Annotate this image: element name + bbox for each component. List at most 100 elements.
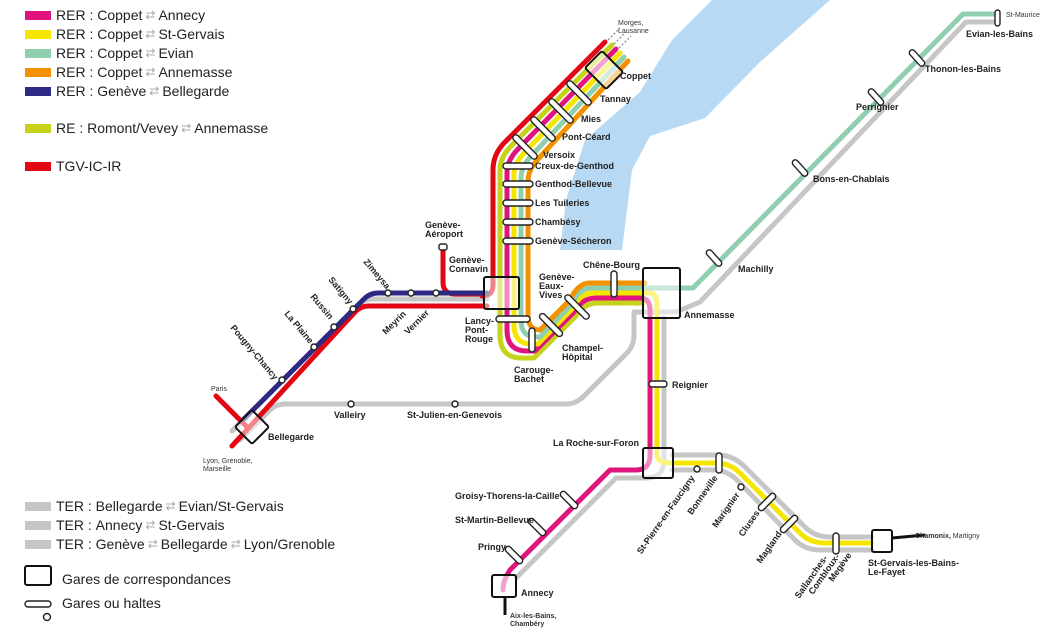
label-reignier: Reignier: [672, 380, 709, 390]
label-st-martin-bellevue: St-Martin-Bellevue: [455, 515, 534, 525]
legend-service: TER :: [56, 536, 92, 552]
dest-paris: Paris: [211, 386, 227, 393]
legend-swatch: [25, 539, 51, 549]
legend-swatch: [25, 161, 51, 171]
bidirectional-arrow-icon: ⇄: [145, 46, 156, 60]
label-st-gervais: St-Gervais-les-Bains-Le-Fayet: [868, 558, 959, 577]
legend-service: RER :: [56, 83, 94, 99]
legend-item-tgv: TGV-IC-IR: [25, 158, 121, 174]
legend-item-re-romont: RE : Romont/Vevey⇄Annemasse: [25, 120, 268, 136]
bidirectional-arrow-icon: ⇄: [145, 8, 156, 22]
label-genthod-bellevue: Genthod-Bellevue: [535, 179, 612, 189]
label-annecy: Annecy: [521, 588, 554, 598]
legend-halt-circle-icon: [42, 612, 52, 622]
legend-to: Annecy: [158, 7, 206, 23]
legend-swatch: [25, 520, 51, 530]
legend-item-ter-annecy-st-gervais: TER : Annecy⇄St-Gervais: [25, 517, 225, 533]
legend-item-geneve-bellegarde: RER : Genève⇄Bellegarde: [25, 83, 229, 99]
label-les-tuileries: Les Tuileries: [535, 198, 589, 208]
legend-from: Genève: [95, 536, 145, 552]
legend-to: Lyon/Grenoble: [243, 536, 336, 552]
label-pringy: Pringy: [478, 542, 506, 552]
legend-from: Annecy: [95, 517, 143, 533]
label-chene-bourg: Chêne-Bourg: [583, 260, 640, 270]
label-valleiry: Valleiry: [334, 410, 366, 420]
legend-from: Bellegarde: [95, 498, 163, 514]
continuation-morges: [607, 27, 632, 49]
bidirectional-arrow-icon: ⇄: [165, 499, 176, 513]
label-versoix: Versoix: [543, 150, 575, 160]
line-geneve-bellegarde: [241, 290, 490, 422]
dest-aix: Aix-les-Bains,Chambéry: [510, 613, 556, 628]
legend-swatch: [25, 123, 51, 133]
legend-item-coppet-annecy: RER : Coppet⇄Annecy: [25, 7, 205, 23]
legend-from: Genève: [97, 83, 147, 99]
destination-labels: Morges,Lausanne St-Maurice Paris Lyon, G…: [203, 12, 1040, 628]
label-geneve-cornavin: Genève-Cornavin: [449, 255, 488, 274]
legend-item-coppet-evian: RER : Coppet⇄Evian: [25, 45, 193, 61]
legend-from: Coppet: [97, 45, 143, 61]
legend-hub-icon: [24, 565, 52, 586]
dest-st-maurice: St-Maurice: [1006, 12, 1040, 19]
legend-swatch: [25, 29, 51, 39]
legend-item-ter-geneve-lyon: TER : Genève⇄Bellegarde⇄Lyon/Grenoble: [25, 536, 335, 552]
label-perrignier: Perrignier: [856, 102, 899, 112]
halts: [278, 9, 1001, 565]
label-russin: Russin: [308, 292, 335, 321]
legend-service: TER :: [56, 517, 92, 533]
legend-swatch: [25, 501, 51, 511]
label-geneve-eaux-vives: Genève-Eaux-Vives: [539, 272, 575, 300]
legend-swatch: [25, 67, 51, 77]
legend-item-ter-bellegarde-evian: TER : Bellegarde⇄Evian/St-Gervais: [25, 498, 284, 514]
legend-from: Romont/Vevey: [87, 120, 179, 136]
label-evian-les-bains: Evian-les-Bains: [966, 29, 1033, 39]
label-mies: Mies: [581, 114, 601, 124]
dest-morges: Morges,Lausanne: [618, 20, 649, 35]
legend-to: St-Gervais: [158, 26, 225, 42]
label-marignier: Marignier: [710, 490, 742, 529]
bidirectional-arrow-icon: ⇄: [230, 537, 241, 551]
label-annemasse: Annemasse: [684, 310, 735, 320]
legend-swatch: [25, 48, 51, 58]
legend-from: Coppet: [97, 64, 143, 80]
legend-service: RER :: [56, 7, 94, 23]
bidirectional-arrow-icon: ⇄: [145, 65, 156, 79]
legend-to: Bellegarde: [162, 83, 230, 99]
label-zimeysa: Zimeysa: [361, 257, 392, 292]
legend-to: Evian/St-Gervais: [178, 498, 284, 514]
legend-from: Coppet: [97, 7, 143, 23]
label-bellegarde: Bellegarde: [268, 432, 314, 442]
dest-lyon: Lyon, Grenoble,Marseille: [203, 458, 253, 473]
legend-service: RER :: [56, 26, 94, 42]
label-pougny-chancy: Pougny-Chancy: [228, 323, 280, 382]
bidirectional-arrow-icon: ⇄: [145, 518, 156, 532]
legend-item-coppet-st-gervais: RER : Coppet⇄St-Gervais: [25, 26, 225, 42]
legend-service: RER :: [56, 45, 94, 61]
legend-hub-label: Gares de correspondances: [62, 571, 231, 587]
lake-geneva: [560, 0, 830, 250]
label-thonon-les-bains: Thonon-les-Bains: [925, 64, 1001, 74]
legend-from: Coppet: [97, 26, 143, 42]
label-champel-hopital: Champel-Hôpital: [562, 343, 603, 362]
label-chambesy: Chambésy: [535, 217, 581, 227]
legend-swatch: [25, 10, 51, 20]
interchange-stations: [234, 50, 926, 615]
label-carouge-bachet: Carouge-Bachet: [514, 365, 554, 384]
label-la-roche-sur-foron: La Roche-sur-Foron: [553, 438, 639, 448]
legend-to: Bellegarde: [160, 536, 228, 552]
legend-halt-label: Gares ou haltes: [62, 595, 161, 611]
dest-chamonix: Chamonix, Martigny: [915, 533, 980, 540]
label-lancy-pont-rouge: Lancy-Pont-Rouge: [465, 316, 494, 344]
legend-swatch: [25, 86, 51, 96]
label-creux-de-genthod: Creux-de-Genthod: [535, 161, 614, 171]
legend-to: Evian: [158, 45, 194, 61]
legend-to: St-Gervais: [158, 517, 225, 533]
bidirectional-arrow-icon: ⇄: [181, 121, 192, 135]
legend-service: RER :: [56, 64, 94, 80]
label-meyrin: Meyrin: [380, 309, 408, 337]
label-tannay: Tannay: [600, 94, 631, 104]
bidirectional-arrow-icon: ⇄: [147, 537, 158, 551]
label-cluses: Cluses: [737, 508, 762, 538]
legend-to: Annemasse: [158, 64, 233, 80]
